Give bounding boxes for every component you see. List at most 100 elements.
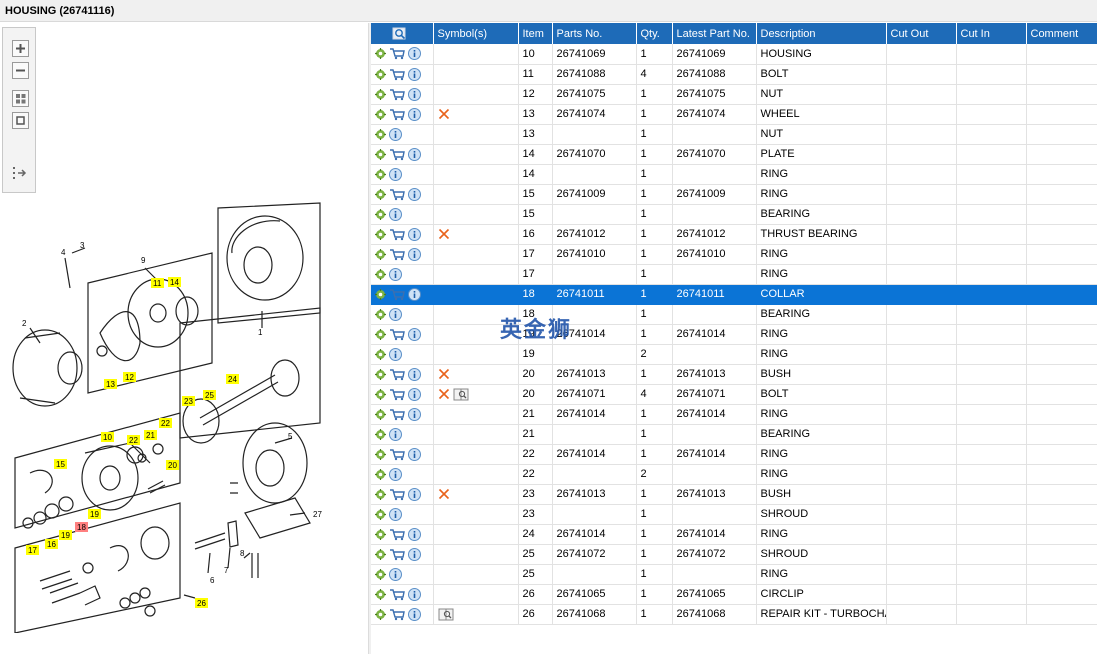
callout-21[interactable]: 21 — [144, 430, 157, 440]
gear-icon[interactable] — [375, 388, 386, 400]
callout-27[interactable]: 27 — [313, 510, 322, 519]
gear-icon[interactable] — [375, 68, 386, 80]
info-icon[interactable] — [408, 387, 421, 401]
callout-2[interactable]: 2 — [22, 319, 27, 328]
callout-4[interactable]: 4 — [61, 248, 66, 257]
cart-icon[interactable] — [389, 488, 405, 501]
info-icon[interactable] — [389, 127, 402, 141]
gear-icon[interactable] — [375, 48, 386, 60]
callout-7[interactable]: 7 — [224, 566, 229, 575]
callout-14[interactable]: 14 — [168, 277, 181, 287]
info-icon[interactable] — [408, 187, 421, 201]
callout-17[interactable]: 17 — [26, 545, 39, 555]
callout-22a[interactable]: 22 — [127, 435, 140, 445]
callout-1[interactable]: 1 — [258, 328, 263, 337]
gear-icon[interactable] — [375, 128, 386, 140]
cart-icon[interactable] — [389, 288, 405, 301]
info-icon[interactable] — [389, 167, 402, 181]
info-icon[interactable] — [389, 267, 402, 281]
callout-8[interactable]: 8 — [240, 549, 245, 558]
export-button[interactable] — [12, 164, 29, 181]
cart-icon[interactable] — [389, 68, 405, 81]
gear-icon[interactable] — [375, 308, 386, 320]
gear-icon[interactable] — [375, 448, 386, 460]
callout-25[interactable]: 25 — [203, 390, 216, 400]
gear-icon[interactable] — [375, 268, 386, 280]
callout-9[interactable]: 9 — [141, 256, 146, 265]
info-icon[interactable] — [408, 327, 421, 341]
info-icon[interactable] — [408, 487, 421, 501]
gear-icon[interactable] — [375, 188, 386, 200]
gear-icon[interactable] — [375, 348, 386, 360]
cart-icon[interactable] — [389, 108, 405, 121]
gear-icon[interactable] — [375, 568, 386, 580]
column-header-item[interactable]: Item — [518, 23, 553, 44]
cart-icon[interactable] — [389, 408, 405, 421]
callout-19b[interactable]: 19 — [59, 530, 72, 540]
info-icon[interactable] — [389, 307, 402, 321]
info-icon[interactable] — [408, 367, 421, 381]
cart-icon[interactable] — [389, 588, 405, 601]
gear-icon[interactable] — [375, 368, 386, 380]
cart-icon[interactable] — [389, 448, 405, 461]
book-icon[interactable] — [453, 388, 469, 401]
info-icon[interactable] — [408, 447, 421, 461]
callout-16[interactable]: 16 — [45, 539, 58, 549]
info-icon[interactable] — [408, 227, 421, 241]
callout-15[interactable]: 15 — [54, 459, 67, 469]
column-header-symbols[interactable]: Symbol(s) — [433, 23, 519, 44]
cart-icon[interactable] — [389, 528, 405, 541]
info-icon[interactable] — [389, 207, 402, 221]
gear-icon[interactable] — [375, 468, 386, 480]
info-icon[interactable] — [408, 287, 421, 301]
info-icon[interactable] — [408, 407, 421, 421]
gear-icon[interactable] — [375, 548, 386, 560]
column-header-cut-out[interactable]: Cut Out — [886, 23, 957, 44]
info-icon[interactable] — [408, 527, 421, 541]
column-header-comment[interactable]: Comment — [1026, 23, 1097, 44]
cart-icon[interactable] — [389, 47, 405, 60]
callout-10[interactable]: 10 — [101, 432, 114, 442]
gear-icon[interactable] — [375, 408, 386, 420]
gear-icon[interactable] — [375, 508, 386, 520]
info-icon[interactable] — [389, 567, 402, 581]
info-icon[interactable] — [389, 347, 402, 361]
info-icon[interactable] — [408, 67, 421, 81]
gear-icon[interactable] — [375, 248, 386, 260]
info-icon[interactable] — [408, 87, 421, 101]
info-icon[interactable] — [389, 467, 402, 481]
callout-3[interactable]: 3 — [80, 241, 85, 250]
cart-icon[interactable] — [389, 188, 405, 201]
gear-icon[interactable] — [375, 228, 386, 240]
gear-icon[interactable] — [375, 608, 386, 620]
book-icon[interactable] — [438, 608, 454, 621]
actual-size-button[interactable] — [12, 112, 29, 129]
callout-19a[interactable]: 19 — [88, 509, 101, 519]
zoom-in-button[interactable] — [12, 40, 29, 57]
gear-icon[interactable] — [375, 528, 386, 540]
column-header-latest[interactable]: Latest Part No. — [672, 23, 757, 44]
gear-icon[interactable] — [375, 488, 386, 500]
pane-splitter[interactable] — [368, 23, 371, 654]
gear-icon[interactable] — [375, 288, 386, 300]
column-header-actions[interactable] — [371, 23, 434, 44]
info-icon[interactable] — [408, 147, 421, 161]
